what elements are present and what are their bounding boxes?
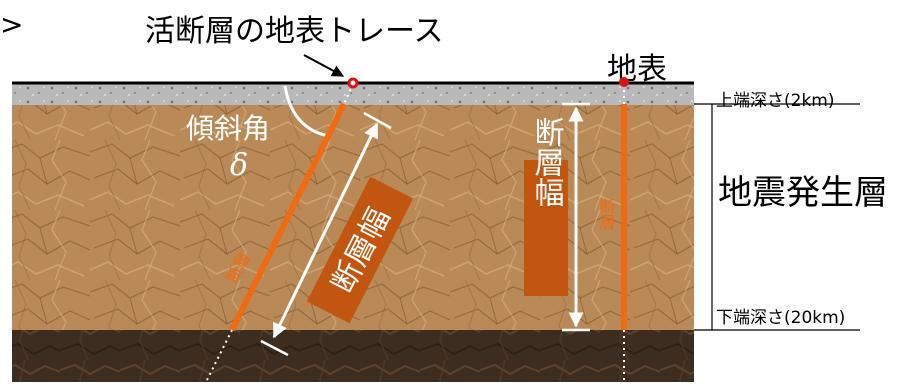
inclined-width-arrow — [272, 122, 379, 339]
inclined-width-label-box — [306, 176, 414, 324]
surface-label: 地表 — [607, 52, 667, 87]
dip-symbol: δ — [230, 148, 248, 183]
inclined-width-cap-top — [363, 111, 392, 130]
top-depth-label: 上端深さ(2km) — [716, 91, 835, 111]
vertical-width-label: 断層幅 — [529, 117, 565, 207]
inclined-fault-lower-dotted — [204, 329, 233, 385]
arrow-marker: > — [0, 8, 24, 41]
trace-pointer-arrow — [303, 54, 345, 77]
deep-layer — [12, 330, 694, 382]
inclined-width-cap-bottom — [260, 339, 289, 357]
bottom-depth-label: 下端深さ(20km) — [716, 308, 846, 328]
fault-trace-title: 活断層の地表トレース — [145, 14, 444, 49]
dip-angle-label: 傾斜角 — [186, 112, 270, 145]
seismogenic-layer-label: 地震発生層 — [718, 173, 888, 213]
ground-surface-layer — [12, 83, 694, 105]
surface-point — [619, 77, 629, 87]
vertical-fault-label: 断層 — [597, 198, 616, 230]
inclined-fault-upper-dotted — [343, 83, 354, 105]
vertical-width-label-box — [524, 160, 568, 296]
fault-trace-point — [347, 77, 359, 89]
